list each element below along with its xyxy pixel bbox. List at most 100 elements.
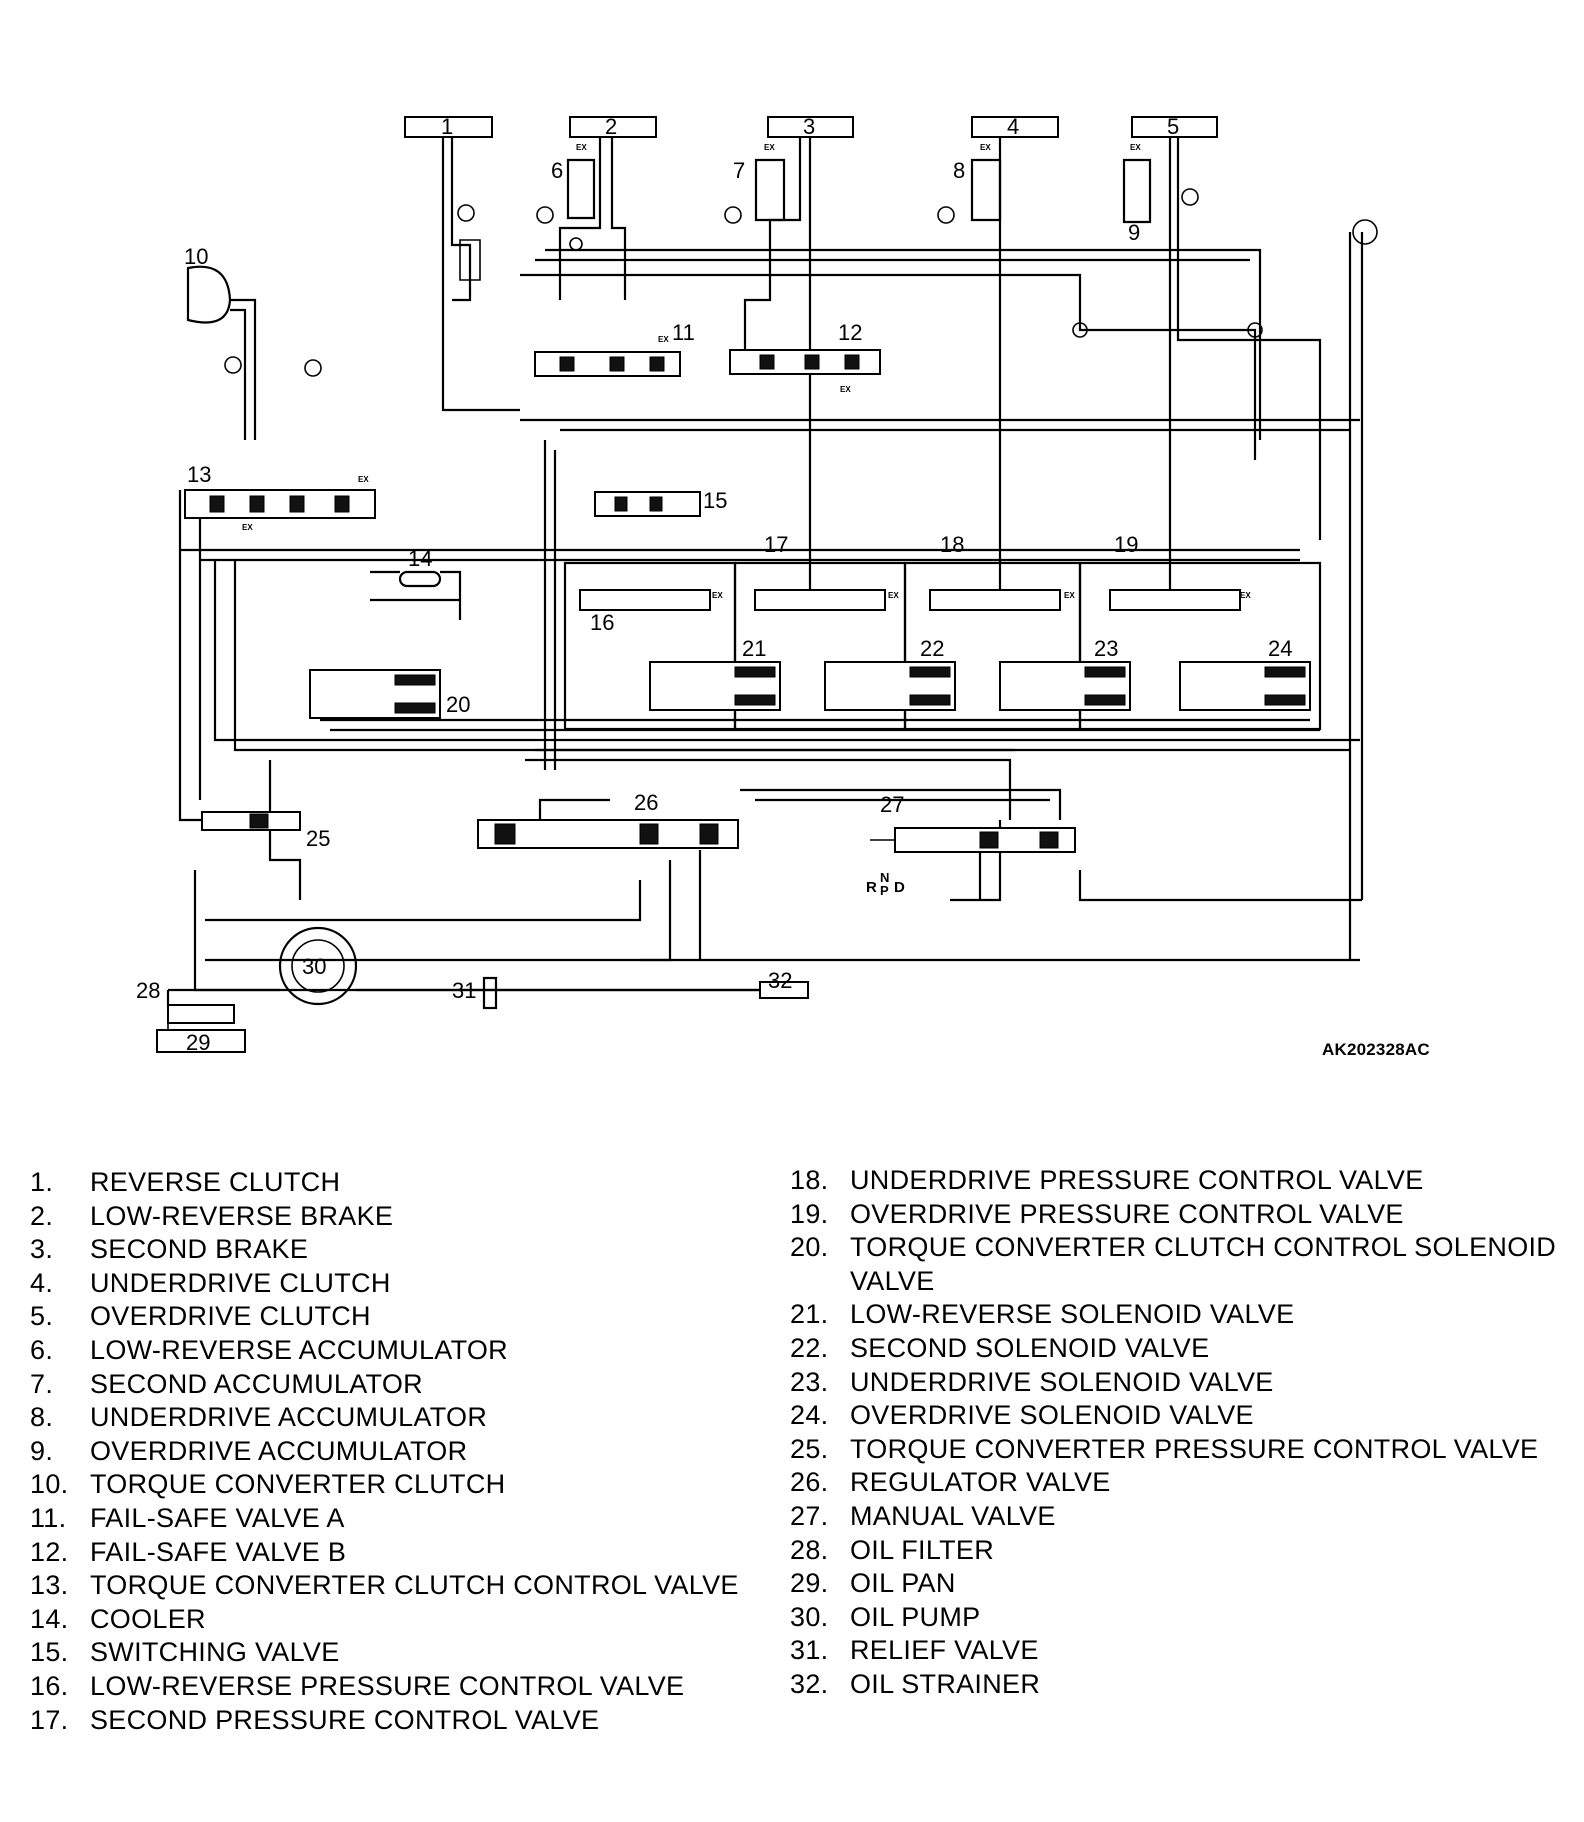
callout-23: 23: [1094, 636, 1118, 661]
legend-number: 15.: [30, 1637, 69, 1668]
legend-number: 1.: [30, 1167, 54, 1197]
legend-text: UNDERDRIVE PRESSURE CONTROL VALVE: [850, 1165, 1424, 1195]
callout-16: 16: [590, 610, 614, 635]
reverse-clutch-box: [404, 116, 493, 138]
overdrive-solenoid: [1179, 661, 1311, 711]
exhaust-label: EX: [712, 591, 723, 600]
legend-number: 3.: [30, 1234, 54, 1265]
callout-12: 12: [838, 320, 862, 345]
legend-item: 25.TORQUE CONVERTER PRESSURE CONTROL VAL…: [790, 1433, 1570, 1467]
callout-4: 4: [1007, 114, 1019, 139]
callout-22: 22: [920, 636, 944, 661]
legend-item: 29.OIL PAN: [790, 1567, 1570, 1601]
legend-number: 26.: [790, 1467, 829, 1498]
legend-item: 23.UNDERDRIVE SOLENOID VALVE: [790, 1366, 1570, 1400]
legend-item: 15.SWITCHING VALVE: [30, 1636, 750, 1670]
legend-number: 14.: [30, 1603, 69, 1634]
legend-number: 2.: [30, 1200, 54, 1231]
legend-text: OIL STRAINER: [850, 1668, 1041, 1699]
tc-pressure-control-valve: [201, 811, 301, 831]
low-reverse-solenoid: [649, 661, 781, 711]
legend-text: RELIEF VALVE: [850, 1635, 1039, 1666]
legend-text: LOW-REVERSE ACCUMULATOR: [90, 1334, 508, 1365]
legend-text: OVERDRIVE ACCUMULATOR: [90, 1435, 468, 1466]
legend-item: 4. UNDERDRIVE CLUTCH: [30, 1267, 750, 1301]
callout-29: 29: [186, 1030, 210, 1055]
legend-text: LOW-REVERSE SOLENOID VALVE: [850, 1299, 1295, 1330]
legend-text: MANUAL VALVE: [850, 1500, 1056, 1531]
manual-position-d: D: [894, 879, 905, 896]
callout-18: 18: [940, 532, 964, 557]
callout-32: 32: [768, 968, 792, 993]
legend-item: 3.SECOND BRAKE: [30, 1233, 750, 1267]
legend-number: 23.: [790, 1366, 829, 1397]
legend-number: 9.: [30, 1435, 54, 1466]
legend-item: 2.LOW-REVERSE BRAKE: [30, 1200, 750, 1234]
legend-item: 8.UNDERDRIVE ACCUMULATOR: [30, 1401, 750, 1435]
legend-number: 29.: [790, 1568, 829, 1599]
legend-text: UNDERDRIVE CLUTCH: [90, 1267, 391, 1298]
legend-text: REGULATOR VALVE: [850, 1467, 1111, 1498]
torque-converter-clutch: [186, 265, 257, 440]
legend-item: 18. UNDERDRIVE PRESSURE CONTROL VALVE: [790, 1164, 1570, 1198]
legend-item: 12.FAIL-SAFE VALVE B: [30, 1536, 750, 1570]
callout-10: 10: [184, 244, 208, 269]
legend-number: 18.: [790, 1165, 829, 1195]
callout-14: 14: [408, 546, 432, 571]
legend-number: 4.: [30, 1267, 54, 1298]
exhaust-label: EX: [980, 143, 991, 152]
manual-position-n: N: [880, 870, 889, 885]
legend-number: 27.: [790, 1500, 829, 1531]
manual-position-r: R: [866, 879, 877, 896]
oil-filter: [167, 1004, 235, 1024]
regulator-valve: [477, 798, 739, 849]
legend-text: COOLER: [90, 1603, 206, 1634]
underdrive-solenoid: [999, 661, 1131, 711]
legend-item: 20.TORQUE CONVERTER CLUTCH CONTROL SOLEN…: [790, 1231, 1570, 1298]
legend-text: OVERDRIVE CLUTCH: [90, 1301, 371, 1332]
callout-2: 2: [605, 114, 617, 139]
legend-item: 11. FAIL-SAFE VALVE A: [30, 1502, 750, 1536]
legend-item: 1.REVERSE CLUTCH: [30, 1166, 750, 1200]
legend-number: 7.: [30, 1368, 54, 1399]
manual-valve: R N P D: [866, 827, 1076, 898]
legend-text: SECOND ACCUMULATOR: [90, 1368, 423, 1399]
legend-item: 24.OVERDRIVE SOLENOID VALVE: [790, 1399, 1570, 1433]
exhaust-label: EX: [658, 335, 669, 344]
legend-number: 16.: [30, 1670, 69, 1701]
callout-5: 5: [1167, 114, 1179, 139]
underdrive-accumulator: [970, 158, 1002, 222]
legend-right-column: 18. UNDERDRIVE PRESSURE CONTROL VALVE 19. O…: [790, 1164, 1570, 1702]
second-accumulator: [754, 158, 786, 222]
cooler: [370, 570, 462, 620]
legend-text: TORQUE CONVERTER CLUTCH CONTROL VALVE: [90, 1570, 739, 1601]
legend-number: 28.: [790, 1534, 829, 1565]
legend-text: OIL FILTER: [850, 1534, 995, 1565]
legend-number: 30.: [790, 1601, 829, 1632]
legend-number: 19.: [790, 1198, 829, 1229]
callout-25: 25: [306, 826, 330, 851]
oil-strainer: [759, 981, 809, 999]
legend-text: TORQUE CONVERTER CLUTCH CONTROL SOLENOID…: [850, 1232, 1557, 1296]
legend-text: FAIL-SAFE VALVE B: [90, 1536, 347, 1567]
callout-9: 9: [1128, 220, 1140, 245]
low-reverse-accumulator: [566, 158, 596, 220]
legend-text: SECOND SOLENOID VALVE: [850, 1332, 1210, 1363]
legend-number: 11.: [30, 1502, 67, 1533]
legend-item: 14. COOLER: [30, 1603, 750, 1637]
pressure-check-points: [224, 188, 1378, 377]
legend-text: FAIL-SAFE VALVE A: [90, 1502, 345, 1533]
callout-13: 13: [187, 462, 211, 487]
tcc-control-valve: EX EX: [184, 475, 376, 532]
relief-valve: [482, 976, 498, 1010]
solenoid-valves: [309, 661, 1311, 719]
exhaust-label: EX: [576, 143, 587, 152]
legend-item: 16.LOW-REVERSE PRESSURE CONTROL VALVE: [30, 1670, 750, 1704]
exhaust-label: EX: [888, 591, 899, 600]
switching-valve: [594, 491, 701, 517]
callout-numbers: 1 2 3 4 5 6 7 8 9 10 11 12 13 14 15 16 1…: [136, 114, 1292, 1055]
legend-text: TORQUE CONVERTER CLUTCH: [90, 1469, 506, 1500]
legend-text: OVERDRIVE PRESSURE CONTROL VALVE: [850, 1198, 1404, 1229]
second-solenoid: [824, 661, 956, 711]
